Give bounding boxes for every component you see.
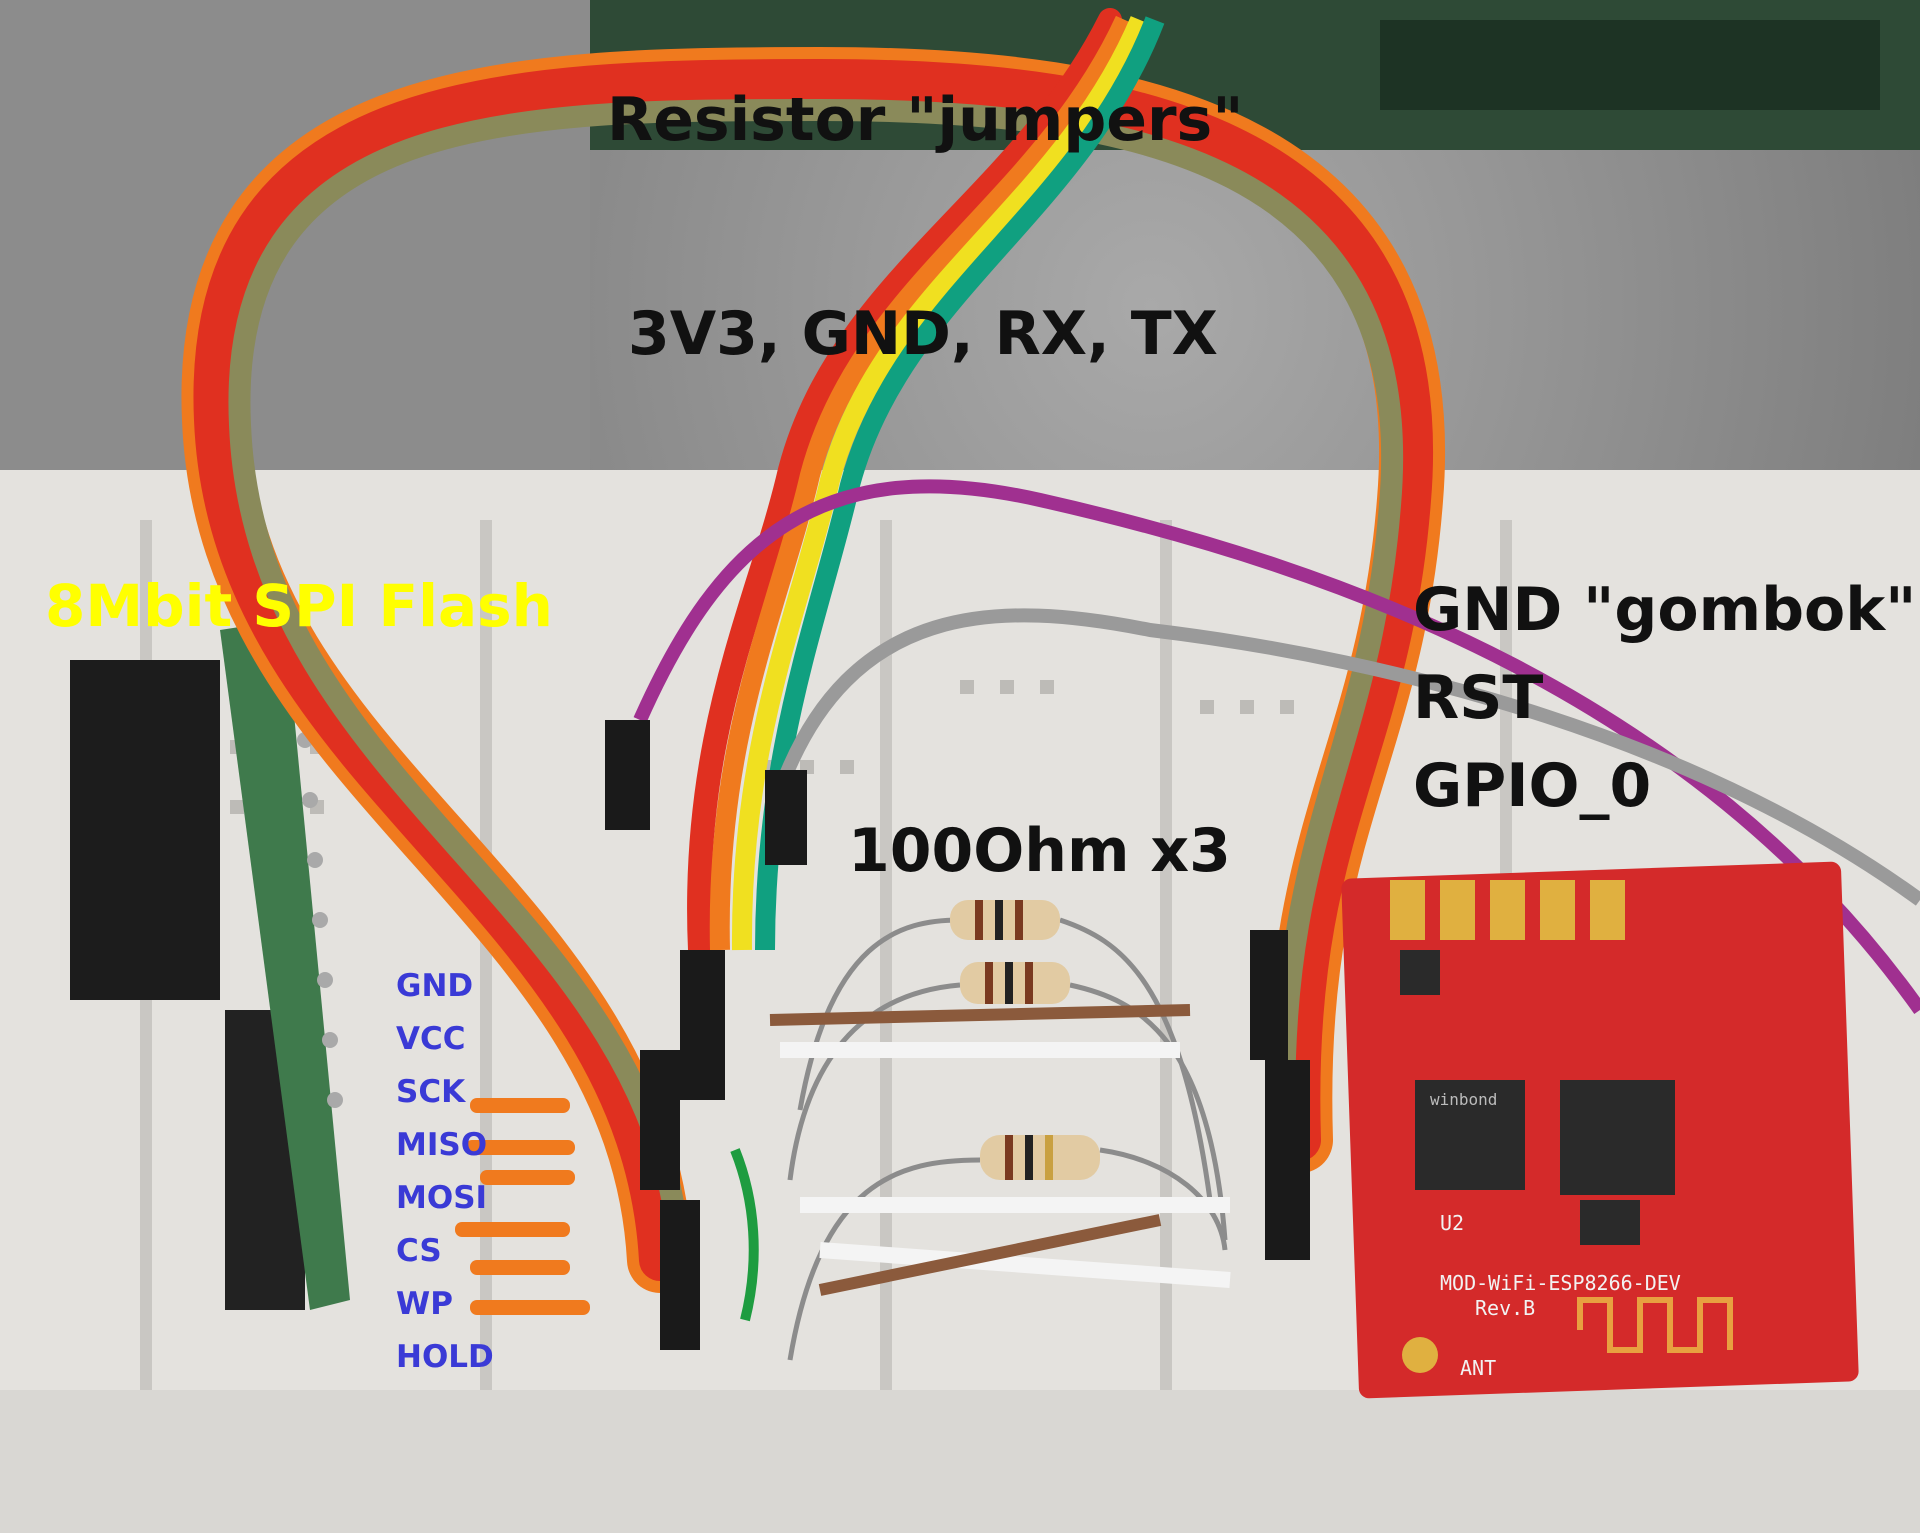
pin-label-vcc: VCC: [396, 1021, 466, 1057]
board-chip-label: winbond: [1430, 1090, 1497, 1109]
pin-label-gnd: GND: [396, 968, 474, 1004]
board-model-label: MOD-WiFi-ESP8266-DEV: [1440, 1271, 1681, 1295]
resistors-label: 100Ohm x3: [848, 816, 1231, 886]
pin-label-miso: MISO: [396, 1127, 488, 1163]
green-jumper: [730, 1148, 759, 1322]
board-ant-label: ANT: [1460, 1356, 1496, 1380]
flash-chip: [1415, 1080, 1525, 1190]
rst-label: RST: [1413, 663, 1544, 733]
uart-ribbon: [687, 8, 1122, 962]
gnd-gombok-label: GND "gombok": [1413, 575, 1917, 645]
resistor-2: [960, 962, 1070, 1004]
flash-adapter-pcb: [220, 620, 350, 1310]
resistor-3: [980, 1135, 1100, 1180]
resistor-jumpers-label: Resistor "jumpers": [607, 85, 1244, 155]
pin-label-mosi: MOSI: [396, 1180, 488, 1216]
board-u2-label: U2: [1440, 1211, 1464, 1235]
board-rev-label: Rev.B: [1475, 1296, 1535, 1320]
brown-wire: [769, 1004, 1191, 1026]
flash-socket: [70, 660, 220, 1000]
pcb-antenna: [1577, 1297, 1733, 1353]
resistor-1: [950, 900, 1060, 940]
gray-wire: [773, 608, 1920, 906]
uart-label: 3V3, GND, RX, TX: [628, 299, 1218, 369]
gpio0-label: GPIO_0: [1413, 751, 1652, 821]
purple-wire: [633, 479, 1920, 1015]
pin-label-hold: HOLD: [396, 1339, 494, 1375]
pin-label-wp: WP: [396, 1286, 453, 1322]
flash-label: 8Mbit SPI Flash: [45, 572, 553, 640]
pin-label-sck: SCK: [396, 1074, 466, 1110]
esp-chip: [1560, 1080, 1675, 1195]
pin-label-cs: CS: [396, 1233, 442, 1269]
